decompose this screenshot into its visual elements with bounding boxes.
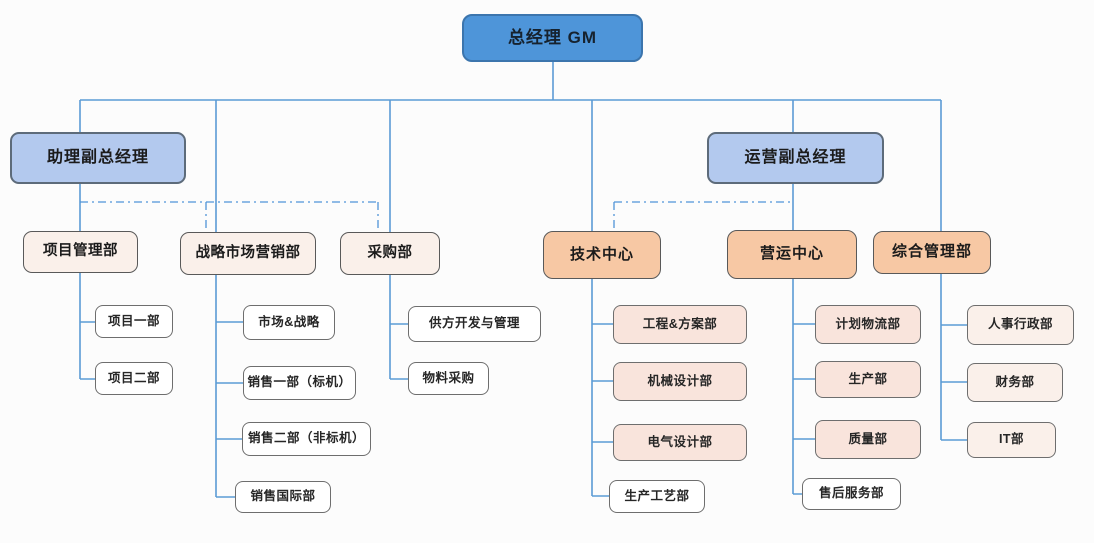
finance-dept-node: 财务部 [967, 363, 1063, 402]
planning-logistics-node: 计划物流部 [815, 305, 921, 344]
operations-center-node: 营运中心 [727, 230, 857, 279]
general-admin-dept-node: 综合管理部 [873, 231, 991, 274]
dashed-link-operations-to-tech [613, 201, 793, 231]
after-sales-service-node: 售后服务部 [802, 478, 901, 510]
production-dept-node: 生产部 [815, 361, 921, 398]
quality-dept-node: 质量部 [815, 420, 921, 459]
project-dept-1-node: 项目一部 [95, 305, 173, 338]
connector-col-tech [591, 279, 613, 497]
hr-admin-node: 人事行政部 [967, 305, 1074, 345]
project-dept-2-node: 项目二部 [95, 362, 173, 395]
strategic-marketing-dept-node: 战略市场营销部 [180, 232, 316, 275]
market-strategy-node: 市场&战略 [243, 305, 335, 340]
connector-col-procurement [389, 275, 408, 380]
project-management-dept-node: 项目管理部 [23, 231, 138, 273]
it-dept-node: IT部 [967, 422, 1056, 458]
electrical-design-node: 电气设计部 [613, 424, 747, 461]
operations-vice-gm-node: 运营副总经理 [707, 132, 884, 184]
connector-col-opscenter [792, 279, 815, 495]
engineering-solutions-node: 工程&方案部 [613, 305, 747, 344]
mechanical-design-node: 机械设计部 [613, 362, 747, 401]
procurement-dept-node: 采购部 [340, 232, 440, 275]
technology-center-node: 技术中心 [543, 231, 661, 279]
assistant-vice-gm-node: 助理副总经理 [10, 132, 186, 184]
supplier-development-node: 供方开发与管理 [408, 306, 541, 342]
sales-dept-1-node: 销售一部（标机） [243, 366, 356, 400]
connector-col-strategic [215, 275, 243, 498]
gm-node: 总经理 GM [462, 14, 643, 62]
sales-dept-2-node: 销售二部（非标机） [242, 422, 371, 456]
material-procurement-node: 物料采购 [408, 362, 489, 395]
connector-col-project [79, 273, 95, 380]
international-sales-node: 销售国际部 [235, 481, 331, 513]
production-process-node: 生产工艺部 [609, 480, 705, 513]
connector-col-general [940, 274, 967, 441]
